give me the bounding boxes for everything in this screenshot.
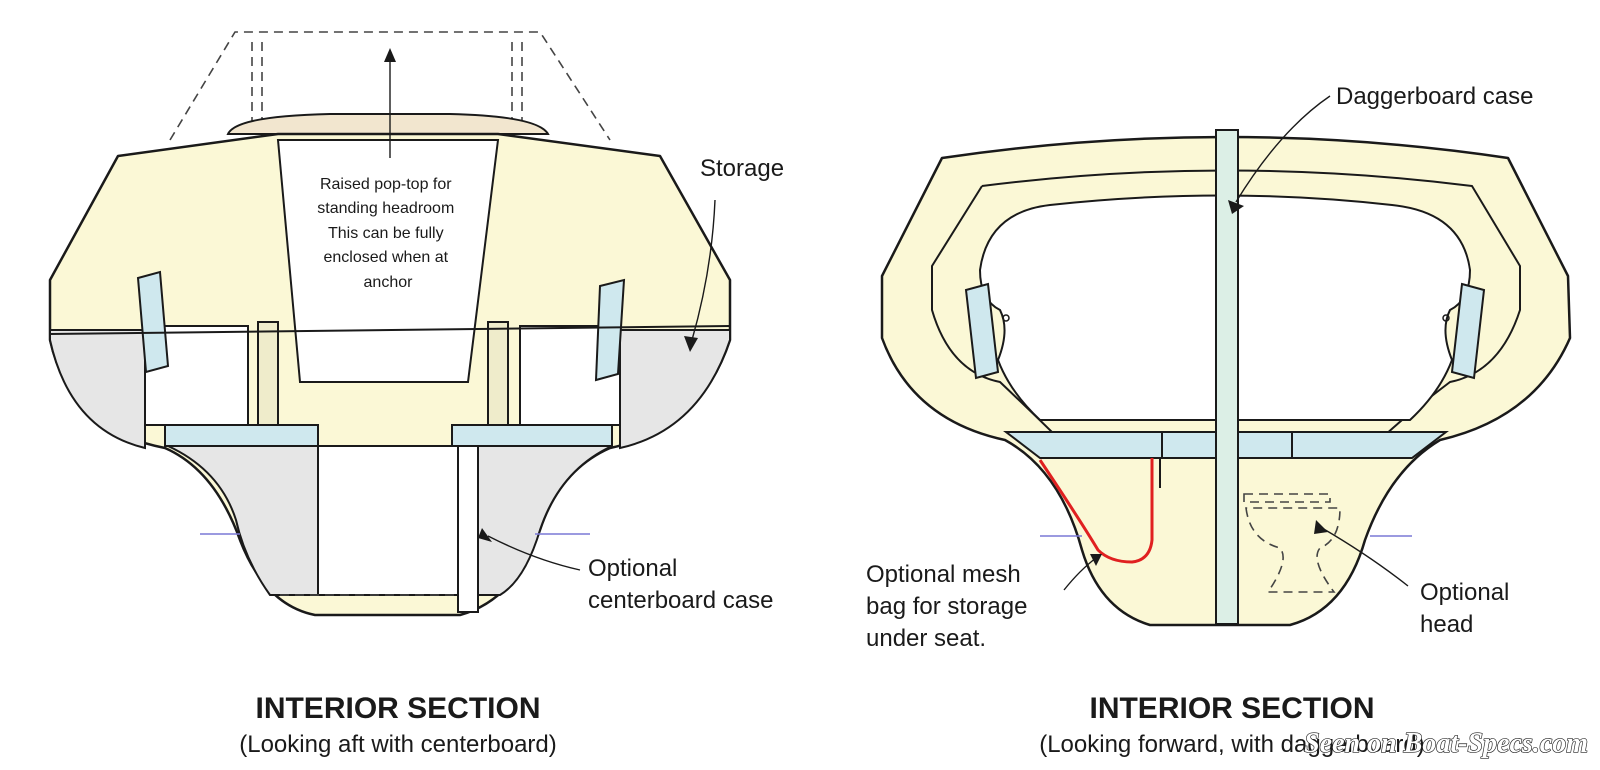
watermark: Seen on Boat-Specs.com xyxy=(1304,728,1588,759)
starboard-berth-space xyxy=(519,325,621,426)
raised-pop-top xyxy=(226,113,550,135)
pop-top-note-line: anchor xyxy=(364,274,414,291)
storage-arrow xyxy=(684,336,698,352)
head-label-line: Optional xyxy=(1420,579,1509,606)
daggerboard-arrow xyxy=(1228,200,1244,214)
right-diagram-subtitle: (Looking forward, with daggerboard) xyxy=(1039,731,1425,758)
mesh-bag-label-line: Optional mesh xyxy=(866,561,1021,588)
starboard-seat xyxy=(451,424,613,447)
port-window xyxy=(964,282,1000,380)
optional-head-outline xyxy=(1243,493,1341,593)
starboard-under-seat-locker xyxy=(477,445,613,596)
daggerboard-label: Daggerboard case xyxy=(1336,83,1533,110)
pop-top-note-line: This can be fully xyxy=(328,225,444,242)
head-label-line: head xyxy=(1420,611,1473,638)
centerboard-arrow xyxy=(478,528,492,542)
mesh-bag-arrow xyxy=(1090,554,1102,566)
starboard-window xyxy=(1450,282,1486,380)
centerboard-label-line: Optional xyxy=(588,555,677,582)
left-diagram-subtitle: (Looking aft with centerboard) xyxy=(239,731,557,758)
pop-top-note-line: standing headroom xyxy=(317,200,454,217)
pop-top-enclosure-outline xyxy=(169,31,611,141)
centerboard-case xyxy=(457,445,479,613)
centerboard-label-line: centerboard case xyxy=(588,587,773,614)
pop-top-note-line: Raised pop-top for xyxy=(320,176,452,193)
mesh-bag-label-line: bag for storage xyxy=(866,593,1027,620)
mesh-bag xyxy=(1038,458,1154,564)
center-sole-space xyxy=(317,445,459,596)
port-seat xyxy=(164,424,319,447)
mesh-bag-label-line: under seat. xyxy=(866,625,986,652)
right-diagram-title: INTERIOR SECTION xyxy=(1089,692,1374,725)
head-label: Optional head xyxy=(1420,579,1516,638)
mesh-bag-label: Optional mesh bag for storage under seat… xyxy=(866,561,1034,652)
port-storage-locker xyxy=(49,329,146,450)
right-section-diagram: Daggerboard case Optional mesh bag for s… xyxy=(866,83,1572,758)
pop-top-note-line: enclosed when at xyxy=(324,249,449,266)
starboard-bulkhead-post xyxy=(487,321,509,426)
port-window xyxy=(136,270,170,374)
starboard-seat xyxy=(1291,431,1449,459)
left-section-diagram: Raised pop-top for standing headroom Thi… xyxy=(48,31,784,758)
storage-label: Storage xyxy=(700,155,784,182)
head-arrow xyxy=(1314,520,1328,534)
starboard-window xyxy=(594,278,626,382)
left-diagram-title: INTERIOR SECTION xyxy=(255,692,540,725)
centerboard-label: Optional centerboard case xyxy=(588,555,773,614)
port-under-seat-locker xyxy=(167,445,319,596)
starboard-storage-locker xyxy=(619,329,731,450)
pop-top-arrow xyxy=(384,48,396,62)
port-bulkhead-post xyxy=(257,321,279,426)
pop-top-opening xyxy=(276,139,500,383)
pop-top-note: Raised pop-top for standing headroom Thi… xyxy=(317,176,458,291)
daggerboard-case xyxy=(1215,129,1239,625)
